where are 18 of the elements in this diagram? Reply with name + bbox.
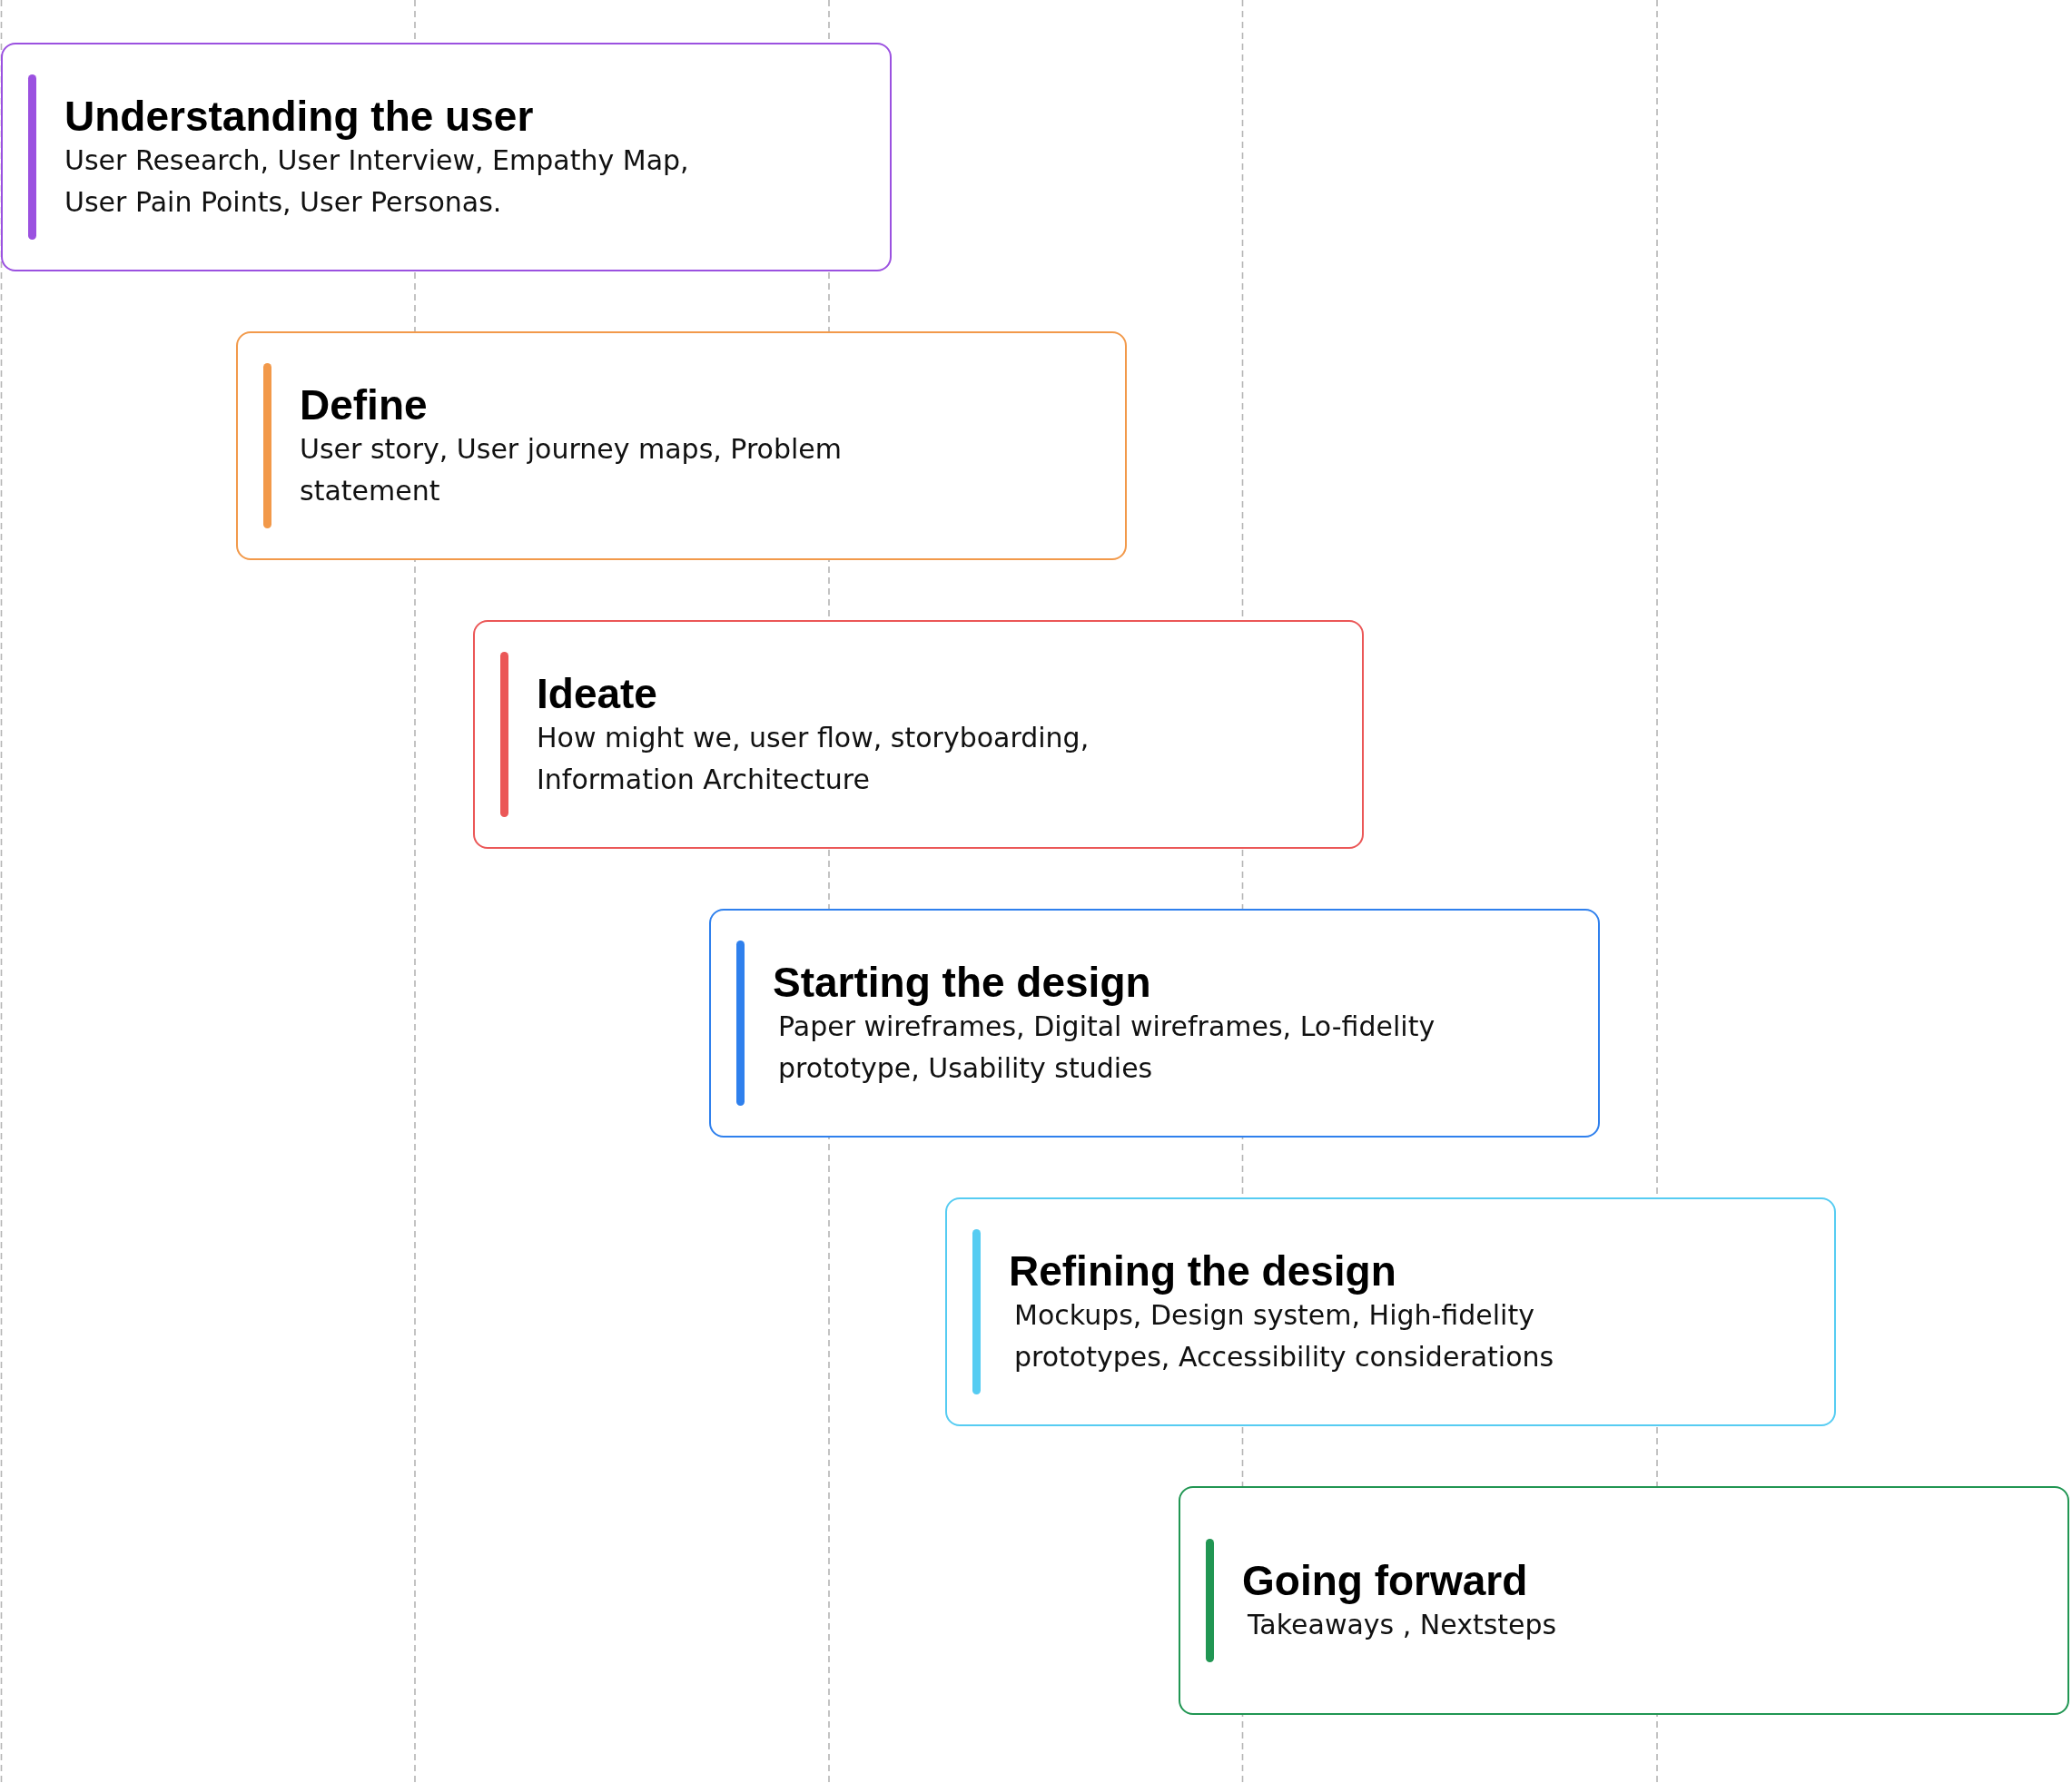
step-description: Takeaways , Nextsteps [1247, 1608, 1557, 1642]
process-step-card [1179, 1486, 2069, 1715]
step-description: Paper wireframes, Digital wireframes, Lo-fidelity prototype, Usability studies [777, 1010, 1436, 1086]
step-title: Going forward [1242, 1557, 1529, 1604]
step-title: Ideate [537, 670, 658, 717]
process-step-card [473, 620, 1364, 849]
step-description: User story, User journey maps, Problem statement [300, 432, 843, 508]
step-title: Understanding the user [64, 93, 535, 140]
process-step-card [236, 331, 1127, 560]
process-step-card [709, 909, 1600, 1138]
process-step-card [945, 1197, 1836, 1426]
step-title: Refining the design [1009, 1247, 1397, 1295]
step-title: Starting the design [773, 959, 1152, 1006]
step-description: User Research, User Interview, Empathy Map, User Pain Points, User Personas. [64, 143, 690, 220]
step-description: Mockups, Design system, High-fidelity prototypes, Accessibility considerations [1013, 1298, 1555, 1374]
step-title: Define [300, 381, 429, 429]
process-step-card [1, 43, 892, 271]
step-description: How might we, user flow, storyboarding, Information Architecture [537, 721, 1090, 797]
